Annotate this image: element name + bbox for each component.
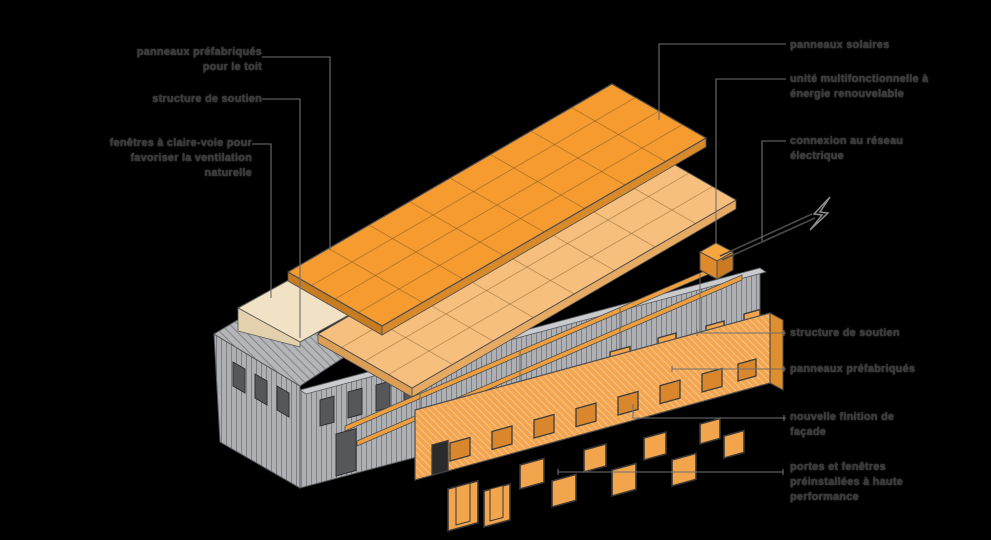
power-connection	[719, 196, 831, 261]
leader-prefab-panels	[671, 366, 786, 372]
pv-roof-panel	[286, 83, 708, 336]
label-grid-connection: connexion au réseau électrique	[790, 135, 904, 162]
leader-solar-panels	[658, 43, 786, 120]
leader-grid-connection	[761, 140, 786, 241]
label-prefab-roof-panels: panneaux préfabriqués pour le toit	[136, 46, 262, 73]
label-support-structure-left: structure de soutien	[152, 93, 262, 105]
beam-hangers	[419, 273, 701, 409]
leader-support-structure-left	[262, 98, 301, 338]
label-prefab-panels: panneaux préfabriqués	[790, 363, 916, 375]
leader-prefitted-doors-windows	[557, 469, 784, 475]
label-new-facade-finish: nouvelle finition de façade	[790, 411, 895, 438]
energy-unit-cube	[698, 242, 735, 280]
facade-panel	[414, 312, 784, 481]
power-line	[721, 217, 816, 261]
power-line	[719, 213, 813, 257]
leader-multifunctional-unit	[715, 78, 786, 243]
label-solar-panels: panneaux solaires	[790, 39, 890, 51]
leader-lines	[252, 43, 786, 475]
label-clerestory-windows: fenêtres à claire-voie pour favoriser la…	[109, 137, 252, 179]
leader-clerestory-windows	[252, 143, 272, 298]
pv-roof-grid	[311, 97, 683, 313]
leader-support-structure-right	[696, 330, 786, 336]
label-prefitted-doors-windows: portes et fenêtres préinstallées à haute…	[790, 461, 904, 503]
lightning-bolt-icon	[809, 196, 831, 231]
label-multifunctional-unit: unité multifonctionnelle à énergie renou…	[790, 73, 929, 100]
label-support-structure-right: structure de soutien	[790, 327, 900, 339]
facade-windows	[431, 358, 757, 476]
leader-new-facade-finish	[632, 404, 786, 421]
leader-prefab-roof-panels	[262, 56, 331, 250]
